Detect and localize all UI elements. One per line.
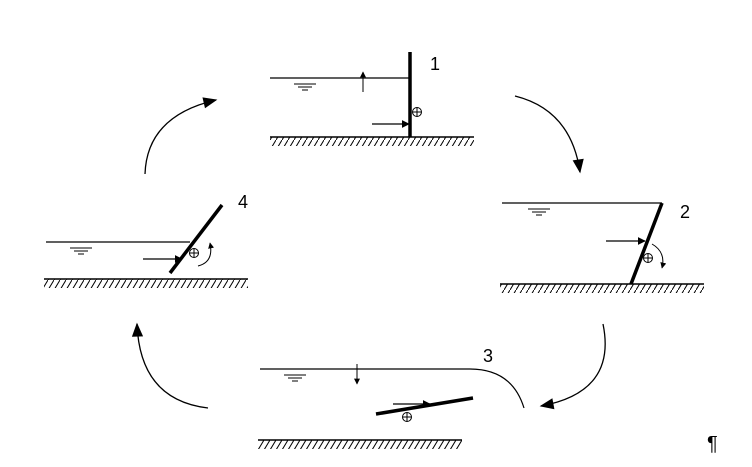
pivot-icon-1 <box>412 107 422 117</box>
stage-1: 1 <box>270 52 474 146</box>
cycle-arrow-4-to-1 <box>144 97 218 175</box>
rotation-arrow-2 <box>651 243 667 269</box>
rotation-arrow-4 <box>197 242 215 267</box>
cycle-arrow-3-to-4 <box>131 322 209 409</box>
cycle-arrow-1-to-2 <box>514 95 584 174</box>
pivot-icon-2 <box>643 253 653 263</box>
pivot-icon-4 <box>189 248 199 258</box>
gate-plate-2 <box>629 202 664 285</box>
stage-label-4: 4 <box>238 192 248 212</box>
ground-hatch-4 <box>44 279 248 288</box>
ground-hatch-3 <box>258 440 462 449</box>
stage-3: 3 <box>258 346 525 449</box>
water-level-symbol-2 <box>528 208 550 216</box>
pivot-icon-3 <box>402 412 412 422</box>
water-level-symbol-3 <box>284 374 306 382</box>
stage-4: 4 <box>44 192 248 288</box>
stage-label-2: 2 <box>680 202 690 222</box>
ground-hatch-1 <box>270 137 474 146</box>
water-level-symbol-4 <box>70 247 92 255</box>
water-surface-3 <box>260 368 525 409</box>
stage-label-1: 1 <box>430 54 440 74</box>
stage-label-3: 3 <box>483 346 493 366</box>
gate-plate-3 <box>375 396 474 416</box>
cycle-arrow-2-to-3 <box>539 323 606 410</box>
stage-2: 2 <box>500 202 704 293</box>
pilcrow-mark: ¶ <box>707 433 718 455</box>
ground-hatch-2 <box>500 284 704 293</box>
gate-plate-4 <box>168 203 224 275</box>
water-level-symbol-1 <box>294 83 316 91</box>
